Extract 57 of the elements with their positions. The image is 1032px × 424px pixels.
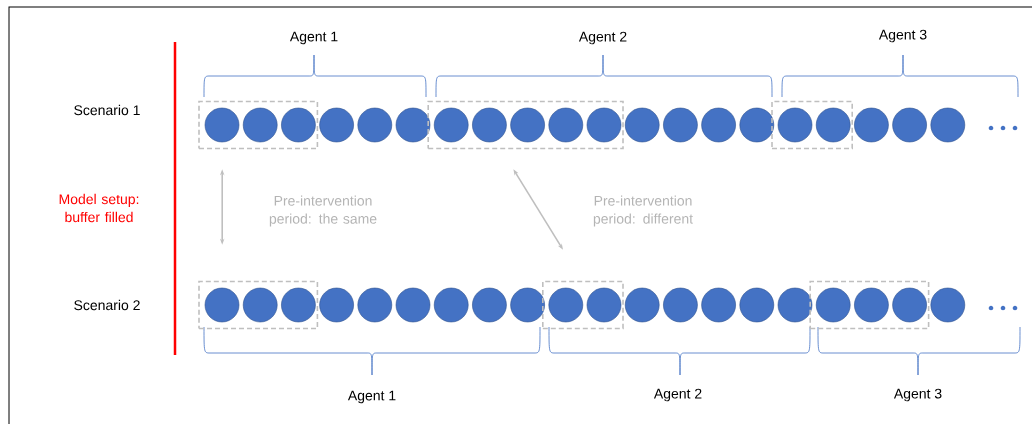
circle [548, 107, 584, 143]
circle [739, 107, 775, 143]
dashed-box [809, 280, 930, 330]
circle [701, 107, 736, 143]
circle [777, 107, 813, 143]
circle [319, 287, 354, 323]
circle [204, 107, 240, 143]
circle [930, 107, 966, 143]
circle [472, 287, 507, 323]
edge-label: Pre-intervention period: the same [269, 195, 377, 227]
circle [510, 287, 545, 323]
circle [204, 287, 240, 323]
dashed-box [771, 100, 853, 150]
circle [701, 287, 736, 323]
dashed-box [198, 100, 319, 150]
circle [586, 107, 622, 143]
note-text: Model setup: buffer filled [59, 193, 139, 223]
circle [433, 107, 469, 143]
circle [777, 287, 813, 323]
dashed-box [542, 280, 624, 330]
circle [663, 107, 698, 143]
circle [854, 107, 889, 143]
circle [624, 107, 660, 143]
circle [815, 107, 851, 143]
agent-label: Agent 1 [289, 31, 338, 45]
circle [319, 107, 354, 143]
edge-label: Pre-intervention period: different [593, 195, 693, 227]
circle [739, 287, 775, 323]
agent-label: Agent 2 [578, 31, 627, 45]
circle [815, 287, 851, 323]
dashed-box [198, 280, 319, 330]
circle [242, 107, 278, 143]
circle [281, 287, 316, 323]
circle [395, 287, 431, 323]
circle [281, 107, 316, 143]
circle [930, 287, 966, 323]
circle [395, 107, 431, 143]
circle [472, 107, 507, 143]
circle [433, 287, 469, 323]
circle [586, 287, 622, 323]
circle [510, 107, 545, 143]
circle [892, 107, 927, 143]
circle [663, 287, 698, 323]
scenario-label: Scenario 2 [74, 299, 140, 311]
circle [242, 287, 278, 323]
circle [357, 287, 393, 323]
circle [548, 287, 584, 323]
agent-label: Agent 2 [653, 388, 702, 402]
scenario-label: Scenario 1 [74, 104, 140, 116]
agent-label: Agent 1 [347, 390, 396, 404]
circle [854, 287, 889, 323]
circle [892, 287, 927, 323]
circle [624, 287, 660, 323]
circle [357, 107, 393, 143]
agent-label: Agent 3 [893, 388, 942, 402]
agent-label: Agent 3 [878, 29, 927, 43]
dashed-box [427, 100, 624, 150]
